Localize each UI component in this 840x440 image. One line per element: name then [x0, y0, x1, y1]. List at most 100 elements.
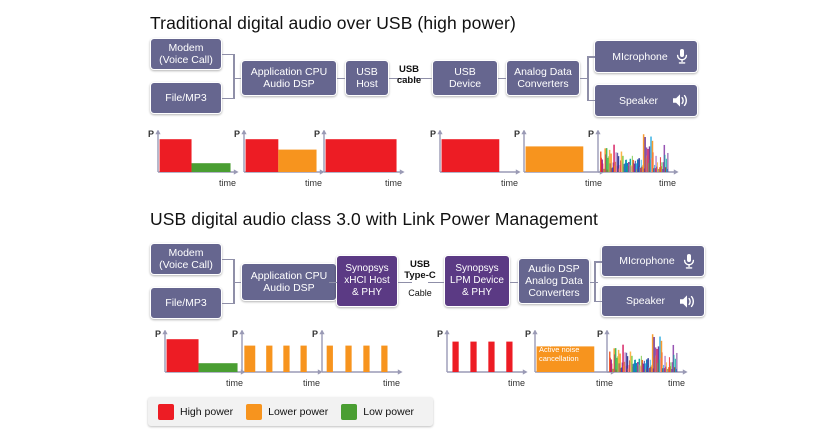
connector-cpu-to-usb-host: [337, 77, 345, 79]
connector-modem-to-bracket: [222, 53, 234, 55]
speaker-icon: [680, 294, 694, 308]
chart-r2c3-x-axis-label: time: [382, 378, 400, 388]
block-microphone-label: MIcrophone: [612, 50, 668, 63]
chart-r1c2-y-axis-label: P: [234, 129, 241, 139]
usb-type-c-label: USB Type-C: [404, 259, 436, 281]
block-file-mp3: File/MP3: [150, 82, 222, 114]
chart-r2c4-x-axis-label: time: [507, 378, 525, 388]
legend-swatch-icon: [341, 403, 358, 420]
legend-item-low-power: Low power: [341, 403, 415, 420]
chart-r2c6-y-axis-label: P: [597, 329, 604, 339]
chart-r1c5-y-axis-label: P: [514, 129, 521, 139]
legend-swatch-icon: [158, 403, 174, 420]
power-legend: High power Lower power Low power: [148, 397, 433, 426]
connector-modem-to-bracket: [222, 258, 234, 260]
microphone-icon: [682, 253, 696, 270]
legend-label: Low power: [363, 405, 415, 418]
chart-r1c3-y-axis-label: P: [314, 129, 321, 139]
connector-bracket-left: [233, 53, 235, 99]
legend-swatch-icon: [246, 403, 263, 420]
connector-bracket-to-microphone: [587, 56, 595, 58]
connector-file-to-bracket: [222, 97, 234, 99]
chart-r2c1-y-axis-label: P: [155, 329, 162, 339]
speaker-icon: [673, 94, 687, 107]
chart-r2c4-y-axis-label: P: [437, 329, 444, 339]
chart-r1c6-y-axis-label: P: [588, 129, 595, 139]
block-audio-dsp-analog-data-converters: Audio DSP Analog Data Converters: [518, 258, 590, 304]
block-application-cpu-audio-dsp: Application CPU Audio DSP: [241, 60, 337, 96]
connector-bracket-to-speaker: [587, 99, 595, 101]
block-modem: Modem (Voice Call): [150, 243, 222, 275]
connector-converters-to-bracket: [580, 77, 588, 79]
block-speaker: Speaker: [601, 285, 705, 317]
block-analog-data-converters: Analog Data Converters: [506, 60, 580, 96]
chart-r1c1-x-axis-label: time: [218, 178, 236, 188]
usb-cable-label: USB cable: [396, 64, 422, 86]
block-microphone-label: MIcrophone: [619, 255, 675, 267]
block-synopsys-lpm-device-phy: Synopsys LPM Device & PHY: [444, 255, 510, 307]
cable-label: Cable: [408, 288, 432, 298]
chart-r1c2-x-axis-label: time: [304, 178, 322, 188]
block-modem: Modem (Voice Call): [150, 38, 222, 70]
chart-r1c3-x-axis-label: time: [384, 178, 402, 188]
legend-label: High power: [180, 405, 234, 418]
block-usb-host: USB Host: [345, 60, 389, 96]
chart-r1c4-x-axis-label: time: [500, 178, 518, 188]
annotation-active-noise-cancellation: Active noise cancellation: [539, 345, 580, 363]
connector-bracket-to-speaker: [594, 300, 602, 302]
chart-r2c2-y-axis-label: P: [232, 329, 239, 339]
chart-r1c1-y-axis-label: P: [148, 129, 155, 139]
microphone-icon: [676, 49, 688, 64]
chart-r2c3-y-axis-label: P: [312, 329, 319, 339]
connector-xhci-to-cable: [398, 281, 412, 283]
connector-lpm-to-audio-dsp: [510, 281, 518, 283]
connector-cable-to-usb-device: [414, 77, 432, 79]
chart-r1c5-x-axis-label: time: [584, 178, 602, 188]
block-application-cpu-audio-dsp: Application CPU Audio DSP: [241, 263, 337, 301]
section-1-title: Traditional digital audio over USB (high…: [150, 13, 516, 33]
connector-bracket-to-cpu: [233, 77, 241, 79]
microphone-icon: [675, 48, 689, 65]
connector-usb-device-to-converters: [498, 77, 506, 79]
connector-bracket-to-microphone: [594, 261, 602, 263]
block-speaker: Speaker: [594, 84, 698, 117]
chart-r1c4-y-axis-label: P: [430, 129, 437, 139]
block-usb-device: USB Device: [432, 60, 498, 96]
block-microphone: MIcrophone: [594, 40, 698, 73]
chart-r2c5-x-axis-label: time: [595, 378, 613, 388]
section-2-title: USB digital audio class 3.0 with Link Po…: [150, 209, 598, 229]
block-speaker-label: Speaker: [625, 295, 666, 307]
connector-usb-host-to-cable: [389, 77, 407, 79]
connector-cable-to-lpm: [428, 281, 444, 283]
connector-cpu-to-xhci: [329, 281, 337, 283]
chart-r2c6-x-axis-label: time: [667, 378, 685, 388]
legend-item-high-power: High power: [158, 403, 234, 420]
block-file-mp3: File/MP3: [150, 287, 222, 319]
connector-bracket-left: [233, 258, 235, 304]
block-speaker-label: Speaker: [618, 94, 659, 107]
legend-item-lower-power: Lower power: [246, 403, 329, 420]
connector-bracket-to-cpu: [233, 281, 241, 283]
connector-bracket-right: [594, 261, 596, 301]
chart-r2c5-y-axis-label: P: [525, 329, 532, 339]
chart-r2c1-x-axis-label: time: [225, 378, 243, 388]
block-synopsys-xhci-host-phy: Synopsys xHCI Host & PHY: [336, 255, 398, 307]
connector-file-to-bracket: [222, 302, 234, 304]
speaker-icon: [679, 294, 696, 309]
connector-bracket-right: [587, 56, 589, 101]
chart-r1c6-x-axis-label: time: [658, 178, 676, 188]
legend-label: Lower power: [268, 405, 329, 418]
